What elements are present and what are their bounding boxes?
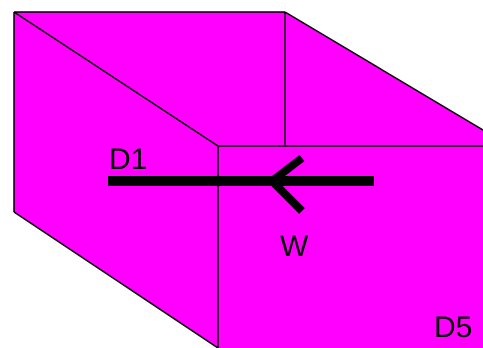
edge-bottom-left-diagonal (13, 211, 219, 348)
label-d5: D5 (434, 311, 472, 344)
edge-top-right-diagonal (284, 11, 483, 131)
label-w: W (280, 230, 309, 263)
top-face (14, 12, 483, 146)
box-edges (13, 11, 483, 348)
label-d1: D1 (109, 143, 147, 176)
edge-top-left-diagonal (13, 11, 219, 147)
w-arrow-icon (265, 154, 305, 214)
